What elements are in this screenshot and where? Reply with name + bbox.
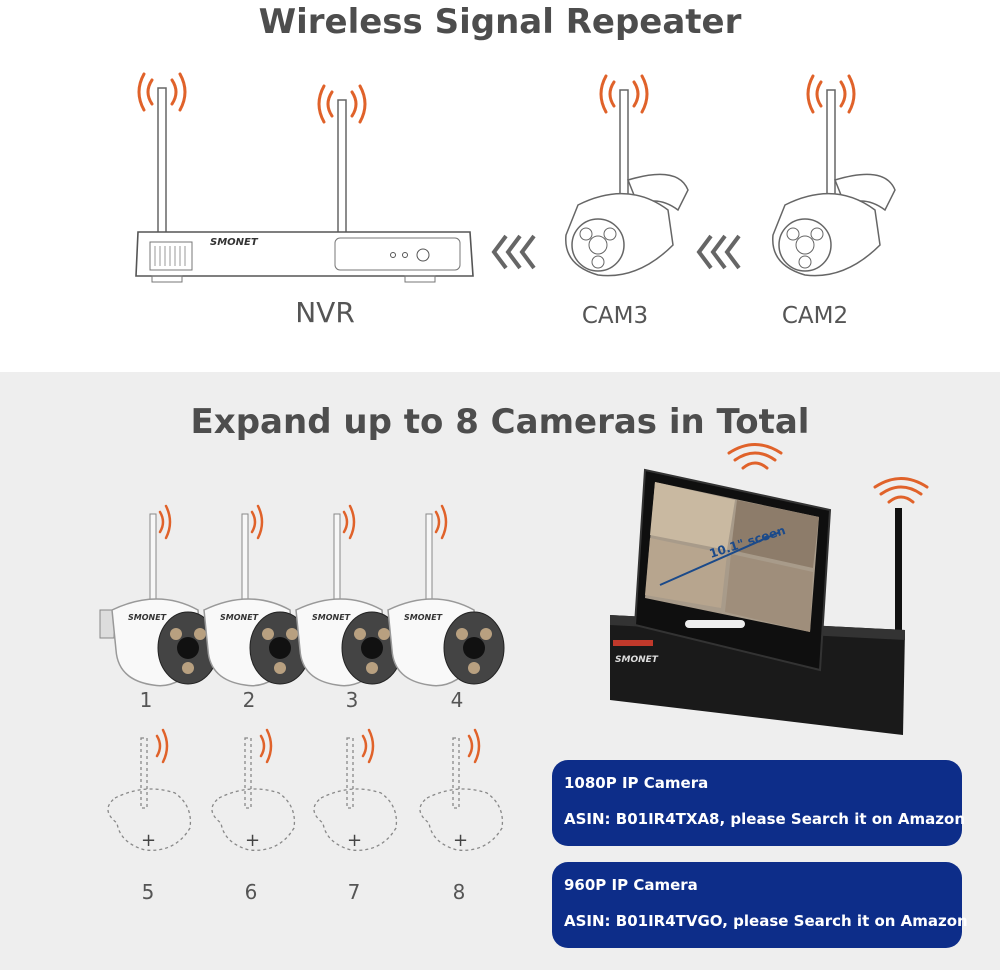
info-box-asin: ASIN: B01IR4TXA8, please Search it on Am…: [564, 810, 966, 828]
svg-text:+: +: [347, 830, 362, 851]
chevron-left-icon: [696, 234, 741, 270]
expand-title: Expand up to 8 Cameras in Total: [190, 402, 810, 442]
camera-number: 3: [345, 688, 359, 712]
svg-text:+: +: [141, 830, 156, 851]
camera-number: 4: [450, 688, 464, 712]
svg-text:SMONET: SMONET: [404, 613, 443, 622]
repeater-title: Wireless Signal Repeater: [258, 2, 742, 42]
info-box-960p: 960P IP Camera ASIN: B01IR4TVGO, please …: [552, 862, 968, 948]
wifi-signal-icon: [873, 477, 929, 504]
svg-text:+: +: [245, 830, 260, 851]
camera-number: 2: [242, 688, 256, 712]
cam3-label: CAM3: [581, 303, 649, 329]
camera-number: 5: [141, 880, 155, 904]
nvr-label: NVR: [295, 296, 355, 329]
wifi-signal-icon: [317, 84, 367, 124]
nvr-brand-logo: SMONET: [210, 237, 259, 248]
info-box-asin: ASIN: B01IR4TVGO, please Search it on Am…: [564, 912, 968, 930]
nvr-illustration: SMONET: [135, 72, 474, 283]
info-box-title: 960P IP Camera: [564, 876, 698, 894]
wifi-signal-icon: [806, 74, 856, 114]
svg-text:SMONET: SMONET: [220, 613, 259, 622]
camera-number: 6: [244, 880, 258, 904]
camera-number: 7: [347, 880, 361, 904]
chevron-left-icon: [491, 234, 536, 270]
wifi-signal-icon: [137, 72, 187, 112]
monitor-brand-logo: SMONET: [615, 655, 659, 665]
camera-row-icon: SMONET SMONET SMONET: [99, 504, 505, 687]
camera-number: 8: [452, 880, 466, 904]
wifi-signal-icon: [599, 74, 649, 114]
camera-number: 1: [139, 688, 153, 712]
wifi-signal-icon: [727, 443, 783, 470]
info-box-title: 1080P IP Camera: [564, 774, 709, 792]
cam3-illustration: [565, 74, 689, 277]
svg-text:SMONET: SMONET: [312, 613, 351, 622]
cam2-illustration: [772, 74, 896, 277]
expansion-slots: + + + +: [107, 728, 504, 851]
info-box-1080p: 1080P IP Camera ASIN: B01IR4TXA8, please…: [552, 760, 966, 846]
monitor-nvr-illustration: SMONET 10.1" sceen: [610, 443, 929, 735]
svg-text:SMONET: SMONET: [128, 613, 167, 622]
cam2-label: CAM2: [781, 303, 849, 329]
svg-text:+: +: [453, 830, 468, 851]
